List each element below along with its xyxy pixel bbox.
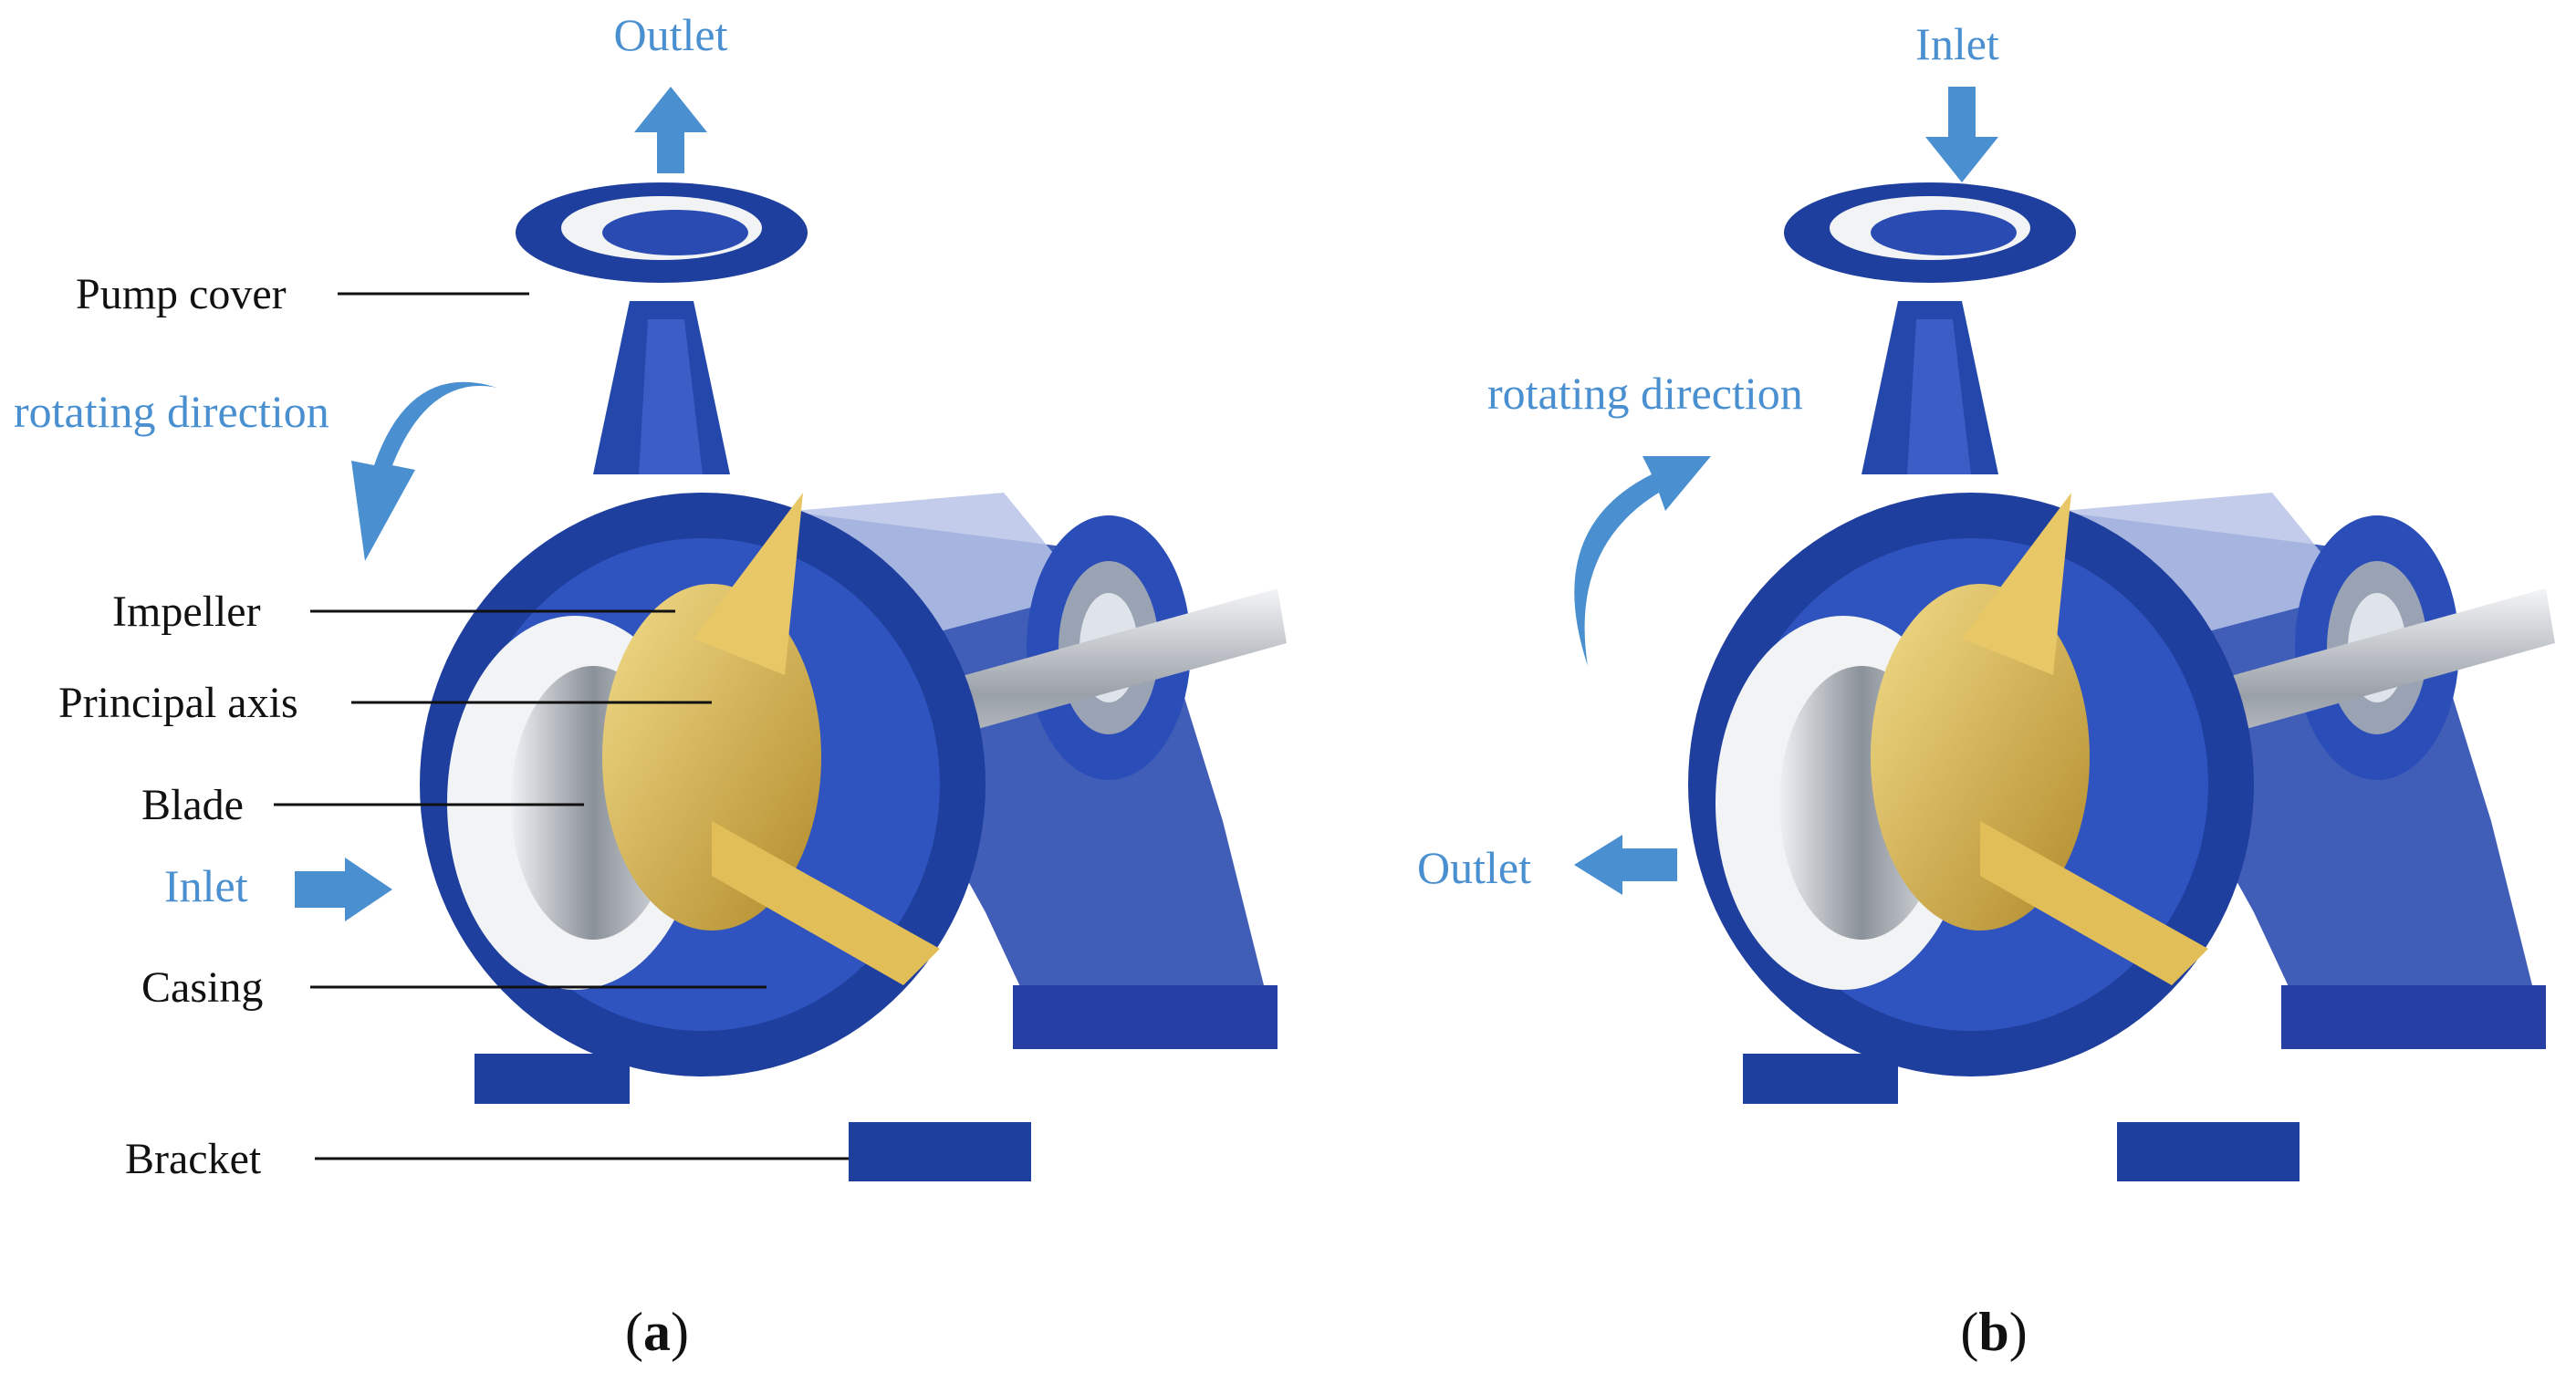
pump-illustration-a xyxy=(420,182,1287,1181)
impeller-b xyxy=(1871,584,2090,931)
impeller-a xyxy=(602,584,821,931)
outlet-label-a: Outlet xyxy=(614,9,728,60)
pump-cover-label: Pump cover xyxy=(76,270,287,318)
rotating-direction-label-b: rotating direction xyxy=(1487,368,1803,419)
inlet-label-a: Inlet xyxy=(164,860,248,911)
inlet-arrow-b xyxy=(1925,87,1998,182)
rotating-arrow-b xyxy=(1574,456,1711,666)
casing-label: Casing xyxy=(141,963,263,1012)
bracket-foot-a xyxy=(849,1122,1031,1181)
impeller-label: Impeller xyxy=(112,588,261,636)
inlet-label-b: Inlet xyxy=(1915,18,1999,69)
bracket-label: Bracket xyxy=(125,1135,262,1183)
caption-a: (a) xyxy=(625,1302,689,1362)
caption-b: (b) xyxy=(1960,1302,2027,1362)
blade-a xyxy=(694,493,803,675)
blade-label: Blade xyxy=(141,781,244,829)
outlet-arrow-a xyxy=(634,87,707,173)
rotating-direction-label-a: rotating direction xyxy=(14,386,329,437)
inlet-arrow-a xyxy=(295,858,392,921)
principal-axis-label: Principal axis xyxy=(58,679,298,727)
rotating-arrow-a xyxy=(351,381,497,561)
pump-illustration-b xyxy=(1688,182,2555,1181)
outlet-arrow-b xyxy=(1574,835,1677,895)
outlet-label-b: Outlet xyxy=(1417,842,1531,893)
leader-lines-a xyxy=(274,292,849,1160)
